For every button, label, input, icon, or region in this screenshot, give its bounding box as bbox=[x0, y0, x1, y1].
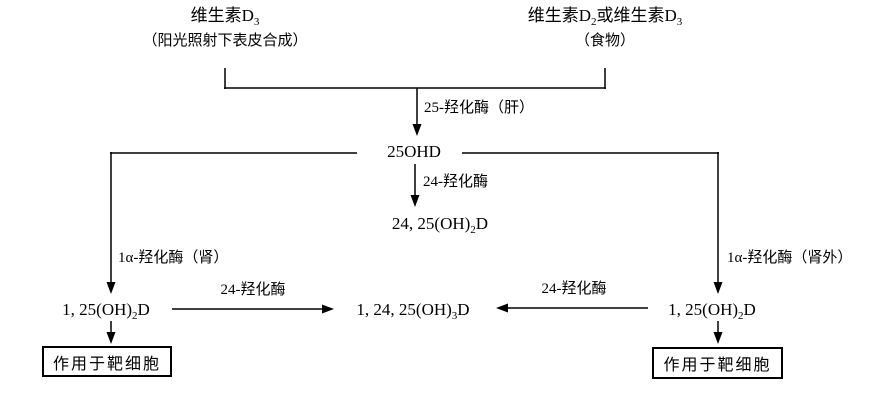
node-target-cells-right: 作用于靶细胞 bbox=[652, 347, 783, 379]
subscript: 3 bbox=[451, 310, 458, 322]
node-1-24-25-oh3d: 1, 24, 25(OH)3D bbox=[356, 300, 470, 322]
arrow-right-target-head bbox=[713, 332, 723, 344]
label-24-hydroxylase-left: 24-羟化酶 bbox=[220, 282, 286, 298]
arrow-to-25ohd-head bbox=[412, 124, 422, 136]
subscript: 2 bbox=[738, 310, 744, 322]
arrow-right-branch-head bbox=[713, 282, 723, 294]
subscript: 2 bbox=[591, 16, 597, 28]
target-cells-left-label: 作用于靶细胞 bbox=[52, 355, 161, 373]
subscript: 2 bbox=[470, 224, 476, 236]
node-25ohd: 25OHD bbox=[387, 142, 441, 161]
node-1-25-oh2d-left: 1, 25(OH)2D bbox=[62, 300, 150, 322]
arrow-left-to-center-head bbox=[322, 304, 334, 314]
node-24-25-oh2d: 24, 25(OH)2D bbox=[391, 214, 489, 236]
arrow-right-to-center-head bbox=[496, 303, 508, 313]
subscript: 2 bbox=[132, 310, 138, 322]
subscript: 3 bbox=[676, 16, 683, 28]
target-cells-right-label: 作用于靶细胞 bbox=[663, 357, 772, 374]
label-1a-hydroxylase-extrarenal: 1α-羟化酶（肾外） bbox=[727, 250, 853, 266]
label-24-hydroxylase-right: 24-羟化酶 bbox=[541, 281, 607, 297]
node-target-cells-left: 作用于靶细胞 bbox=[42, 346, 172, 377]
vitamin-d3-caption: （阳光照射下表皮合成） bbox=[142, 32, 308, 49]
vitamin-d2-formula: 维生素D2或维生素D3 bbox=[527, 6, 683, 28]
arrow-to-2425oh2d-head bbox=[410, 195, 420, 207]
node-vitamin-d2-food: 维生素D2或维生素D3 （食物） bbox=[528, 6, 683, 50]
label-25-hydroxylase-liver: 25-羟化酶（肝） bbox=[424, 100, 534, 116]
vitamin-d2-caption: （食物） bbox=[574, 32, 635, 49]
arrow-left-branch-head bbox=[106, 282, 116, 294]
subscript: 3 bbox=[253, 16, 260, 28]
label-24-hydroxylase-mid: 24-羟化酶 bbox=[423, 174, 488, 190]
node-1-25-oh2d-right: 1, 25(OH)2D bbox=[668, 300, 756, 322]
label-1a-hydroxylase-renal: 1α-羟化酶（肾） bbox=[118, 250, 229, 266]
arrow-left-target-head bbox=[106, 332, 116, 344]
node-vitamin-d3-skin: 维生素D3 （阳光照射下表皮合成） bbox=[142, 6, 307, 50]
vitamin-d3-formula: 维生素D3 bbox=[190, 6, 260, 28]
